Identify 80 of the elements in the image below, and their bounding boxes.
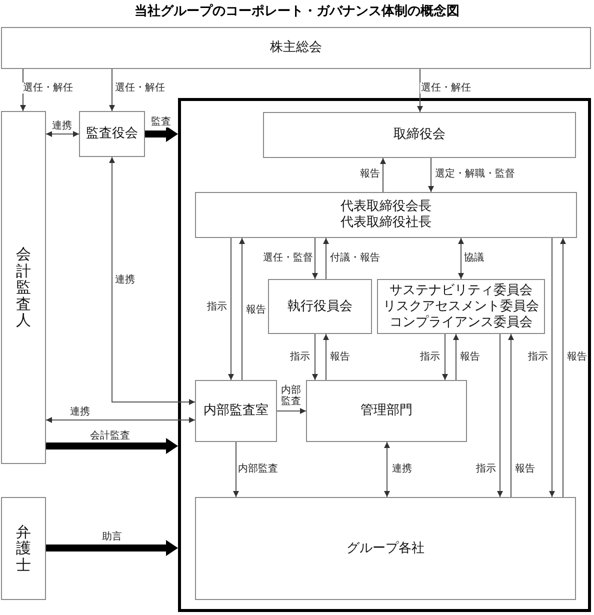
arrow (233, 442, 239, 498)
edge-label: 報告 (359, 168, 381, 180)
node-label: 弁護士 (16, 524, 31, 574)
node-label: 取締役会 (394, 127, 446, 143)
process-box (268, 279, 372, 334)
arrow (46, 417, 196, 423)
arrow (109, 156, 196, 405)
arrow (428, 158, 434, 192)
arrow (508, 334, 514, 498)
edge-label: 選任・解任 (22, 82, 74, 94)
arrow (442, 334, 448, 380)
edge-label: 連携 (391, 464, 413, 474)
edge-label: 内部監査 (237, 464, 279, 474)
edge-label: 内部監査 (281, 385, 301, 407)
arrow (384, 442, 390, 498)
edge-label: 報告 (566, 352, 588, 362)
edge-label: 選任・監督 (262, 252, 314, 264)
edge-label: 指示 (289, 352, 311, 362)
arrow (312, 238, 318, 280)
edge-label: 指示 (527, 352, 549, 362)
process-box (195, 497, 576, 600)
thick-arrow (46, 540, 178, 556)
arrow (497, 334, 503, 498)
node-label: 監査役会 (86, 126, 138, 142)
process-box (377, 279, 545, 334)
edge-label: 選任・解任 (420, 82, 472, 94)
arrow (323, 238, 329, 280)
edge-label: 連携 (69, 406, 91, 418)
node-label: 内部監査室 (204, 403, 268, 419)
edge-label: 指示 (206, 302, 228, 312)
node-label: グループ各社 (346, 540, 424, 556)
arrow (312, 334, 318, 380)
arrow (323, 334, 329, 380)
node-label: リスクアセスメント委員会 (383, 298, 539, 314)
process-box (79, 111, 145, 157)
process-box (195, 192, 577, 238)
edge-label: 選定・解職・監督 (434, 168, 516, 180)
arrow (560, 238, 566, 498)
edge-label: 指示 (475, 464, 497, 474)
arrow (109, 68, 115, 112)
arrow (458, 238, 464, 280)
node-label: 執行役員会 (288, 298, 352, 314)
edge-label: 監査 (150, 116, 172, 128)
edge-label: 協議 (463, 252, 485, 264)
process-box (1, 497, 46, 600)
arrow (380, 158, 386, 192)
edge-label: 連携 (51, 120, 73, 132)
node-label: 株主総会 (270, 40, 322, 56)
arrow (276, 408, 306, 414)
edge-label: 報告 (245, 304, 267, 316)
node-label: コンプライアンス委員会 (390, 314, 532, 330)
arrow (228, 238, 234, 380)
process-box (195, 380, 277, 442)
arrow (549, 238, 555, 498)
thick-arrow (145, 126, 178, 142)
edge-label: 指示 (419, 352, 441, 362)
edge-label: 連携 (114, 274, 136, 286)
node-label: 管理部門 (360, 403, 412, 419)
process-box (263, 112, 576, 158)
node-label: 会計監査人 (16, 246, 31, 329)
node-label: サステナビリティ委員会 (390, 282, 532, 298)
process-box (306, 380, 467, 442)
arrow (239, 238, 245, 380)
edge-label: 報告 (459, 352, 481, 362)
edge-label: 付議・報告 (329, 252, 381, 264)
process-box (1, 111, 46, 464)
edge-label: 会計監査 (89, 430, 131, 442)
edge-label: 報告 (329, 352, 351, 362)
arrow (417, 68, 423, 112)
arrow (46, 131, 80, 137)
group-frame (178, 98, 591, 612)
edge-label: 選任・解任 (114, 82, 166, 94)
arrow (453, 334, 459, 380)
edge-label: 報告 (514, 464, 536, 474)
process-box (1, 27, 591, 69)
diagram-title: 当社グループのコーポレート・ガバナンス体制の概念図 (134, 2, 460, 20)
node-label: 代表取締役会長 (340, 199, 432, 215)
node-label: 代表取締役社長 (340, 215, 432, 231)
thick-arrow (46, 438, 178, 454)
edge-label: 助言 (101, 532, 123, 542)
